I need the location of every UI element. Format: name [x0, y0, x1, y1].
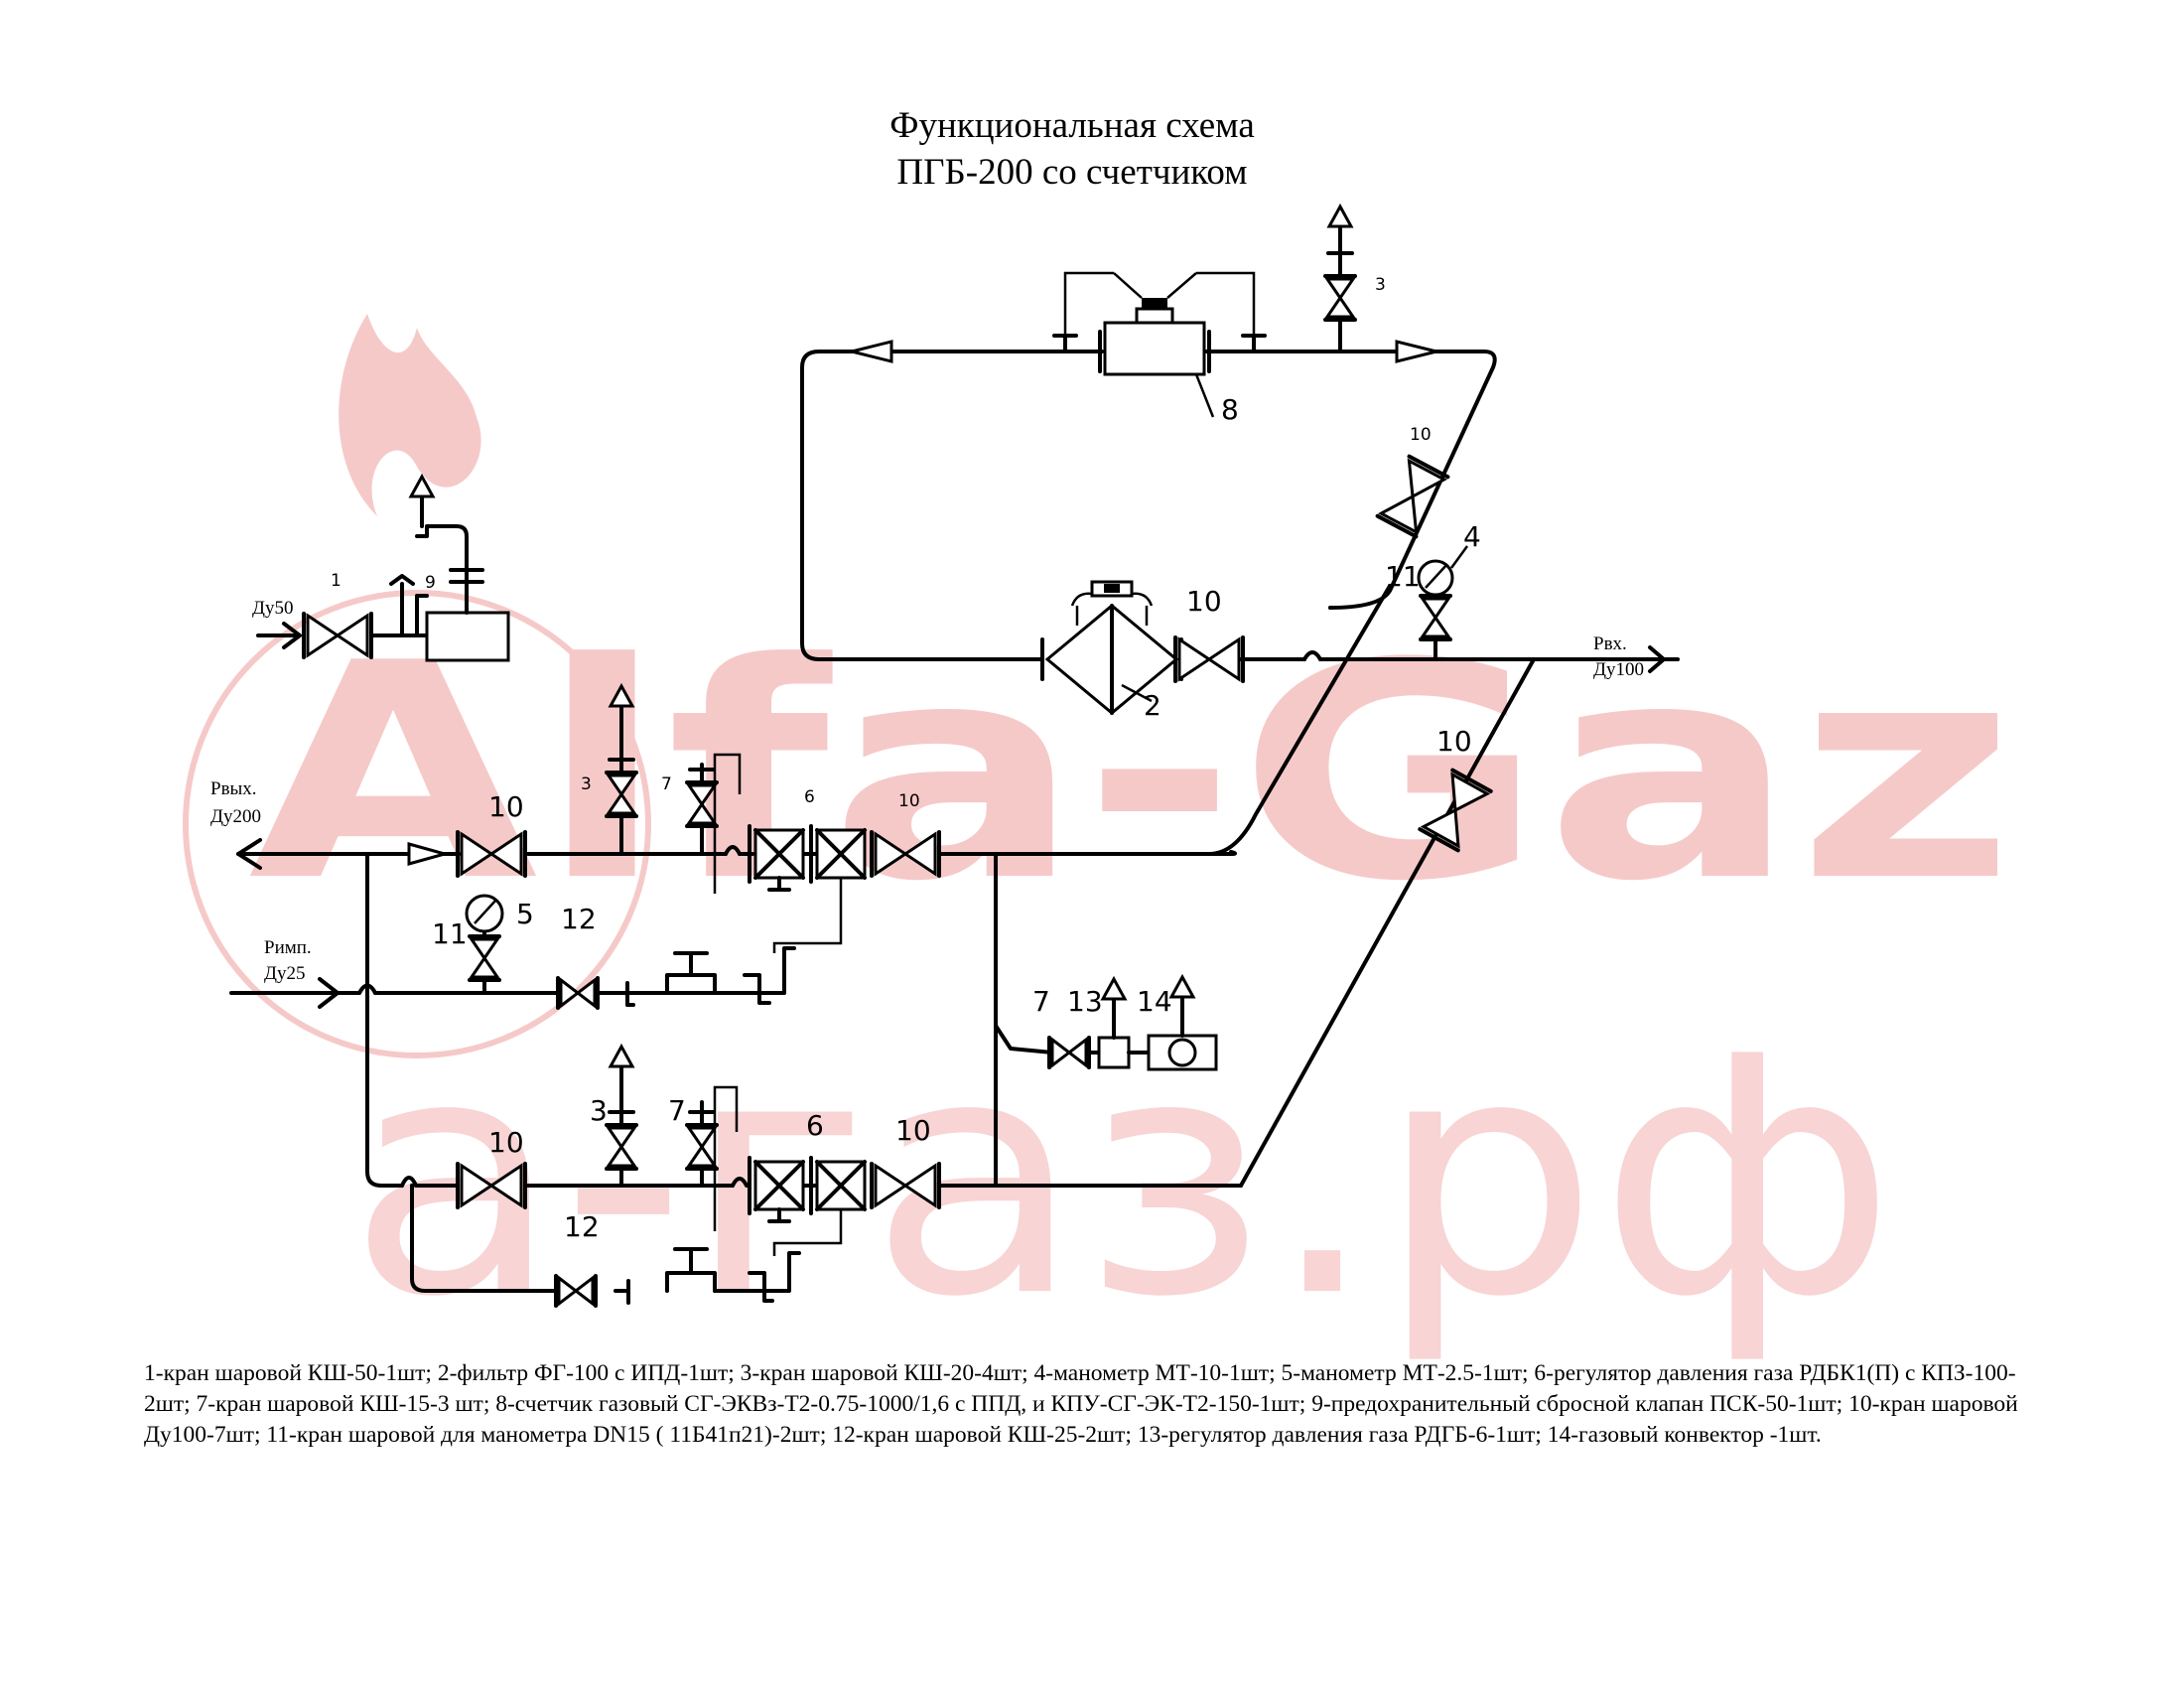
- num-10-diag-lower: 10: [1436, 725, 1472, 758]
- label-du100: Ду100: [1593, 659, 1644, 680]
- num-12-lower: 12: [564, 1210, 600, 1243]
- label-p-imp: Римп.: [264, 937, 312, 958]
- branch-convector: [994, 975, 1218, 1071]
- left-trunk: [365, 852, 563, 1293]
- label-du200: Ду200: [210, 806, 261, 827]
- impulse-fitting-lower: [614, 1247, 801, 1305]
- num-10-diag-top: 10: [1410, 425, 1432, 445]
- num-10-upper-left: 10: [488, 790, 524, 823]
- num-10-lower-right: 10: [895, 1114, 931, 1147]
- valve-7-upper: [685, 763, 719, 856]
- num-7-branch: 7: [1032, 985, 1050, 1018]
- num-11-top: 11: [1385, 560, 1421, 593]
- num-1: 1: [331, 571, 341, 591]
- label-du25: Ду25: [264, 963, 305, 984]
- label-du50: Ду50: [252, 598, 293, 619]
- watermark-flame-icon: [339, 314, 481, 516]
- num-3-top: 3: [1375, 275, 1386, 295]
- num-5: 5: [516, 898, 534, 930]
- meter-loop: [800, 340, 1497, 661]
- impulse-line: [229, 977, 761, 1009]
- num-2: 2: [1144, 689, 1161, 722]
- num-11-lower: 11: [432, 917, 468, 950]
- regulator-6-lower: [713, 1085, 867, 1256]
- valve-10-lower-right: [870, 1162, 941, 1209]
- impulse-fitting-upper: [665, 946, 796, 1005]
- num-7-upper: 7: [661, 774, 672, 794]
- valve-10-lower-left: [456, 1162, 527, 1209]
- psk-9-block: [256, 475, 510, 662]
- valve-10-diagonal-top: [1378, 457, 1448, 537]
- label-p-out: Рвых.: [210, 778, 257, 799]
- legend: 1-кран шаровой КШ-50-1шт; 2-фильтр ФГ-10…: [144, 1358, 2060, 1451]
- valve-3-upper: [605, 684, 638, 856]
- num-10-upper-right: 10: [898, 791, 920, 811]
- num-6-lower: 6: [806, 1109, 824, 1142]
- num-6-upper: 6: [804, 787, 815, 807]
- label-p-in: Рвх.: [1593, 633, 1627, 654]
- valve-3-top: [1323, 205, 1357, 353]
- manometer-5: [465, 894, 504, 995]
- valve-7-lower: [685, 1100, 719, 1188]
- num-10-inlet: 10: [1186, 585, 1222, 618]
- num-12-upper: 12: [561, 903, 597, 935]
- legend-text: 1-кран шаровой КШ-50-1шт; 2-фильтр ФГ-10…: [144, 1360, 2018, 1448]
- regulator-6-upper: [713, 753, 867, 953]
- num-3-upper: 3: [581, 774, 592, 794]
- num-13: 13: [1067, 985, 1103, 1018]
- manometer-4: [1417, 545, 1469, 661]
- valve-12-lower: [554, 1274, 598, 1308]
- num-4: 4: [1463, 520, 1481, 553]
- watermark-circle: [183, 590, 651, 1058]
- valve-10-diagonal-lower: [1418, 768, 1493, 853]
- num-3-lower: 3: [590, 1094, 608, 1127]
- diagonal-lower: [1239, 657, 1536, 1188]
- title-line-1: Функциональная схема: [889, 105, 1255, 146]
- num-14: 14: [1137, 985, 1172, 1018]
- valve-10-upper-right: [870, 830, 941, 878]
- valve-10-upper-left: [456, 830, 527, 878]
- lower-line: [414, 1177, 1243, 1188]
- num-7-lower: 7: [668, 1094, 686, 1127]
- num-9: 9: [425, 573, 436, 593]
- num-10-lower-left: 10: [488, 1126, 524, 1159]
- valve-3-lower: [605, 1045, 638, 1188]
- title-line-2: ПГБ-200 со счетчиком: [896, 152, 1248, 193]
- num-8: 8: [1221, 393, 1239, 426]
- valve-12-upper: [556, 976, 600, 1010]
- upper-outlet-line: [236, 584, 1392, 870]
- valve-10-inlet: [1173, 635, 1245, 683]
- meter-8: [1052, 271, 1267, 418]
